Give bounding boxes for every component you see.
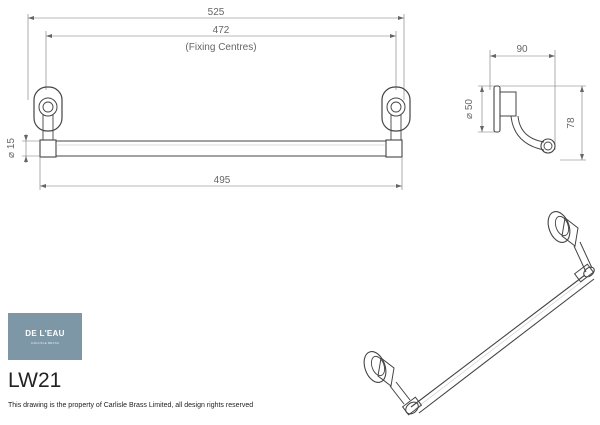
overall-length-label: 525 [208,7,225,18]
towel-rail-bar [39,139,403,158]
copyright-disclaimer: This drawing is the property of Carlisle… [8,402,254,409]
dimension-bar-diameter: ⌀ 15 [6,134,40,163]
isometric-view [363,211,595,416]
product-code: LW21 [8,369,62,392]
brand-subtitle: CARLISLE BRASS [30,341,60,345]
rose-diameter-label: ⌀ 50 [464,99,475,119]
brand-name: DE L'EAU [25,329,65,338]
dimension-bar-length: 495 [39,158,403,190]
height-label: 78 [566,117,577,129]
iso-upper-bracket [547,211,595,278]
dimension-height: 78 [500,85,586,161]
bracket-side-profile [493,85,556,154]
side-view: 90 ⌀ 50 78 [464,44,586,161]
right-wall-rose [381,86,411,140]
dimension-fixing-centres: 472 (Fixing Centres) [45,25,397,90]
left-wall-rose [33,86,63,140]
fixing-centres-note: (Fixing Centres) [185,42,256,53]
iso-bar [410,263,595,414]
iso-lower-bracket [363,351,423,416]
projection-label: 90 [516,44,528,55]
front-view: 525 472 (Fixing Centres) [6,7,411,190]
dimension-rose-diameter: ⌀ 50 [464,85,495,133]
brand-logo: DE L'EAU CARLISLE BRASS [8,313,82,360]
dimension-overall-length: 525 [27,7,405,100]
bar-length-label: 495 [214,175,231,186]
fixing-centres-label: 472 [213,25,230,36]
dimension-projection: 90 [489,44,556,150]
bar-diameter-label: ⌀ 15 [6,138,17,158]
